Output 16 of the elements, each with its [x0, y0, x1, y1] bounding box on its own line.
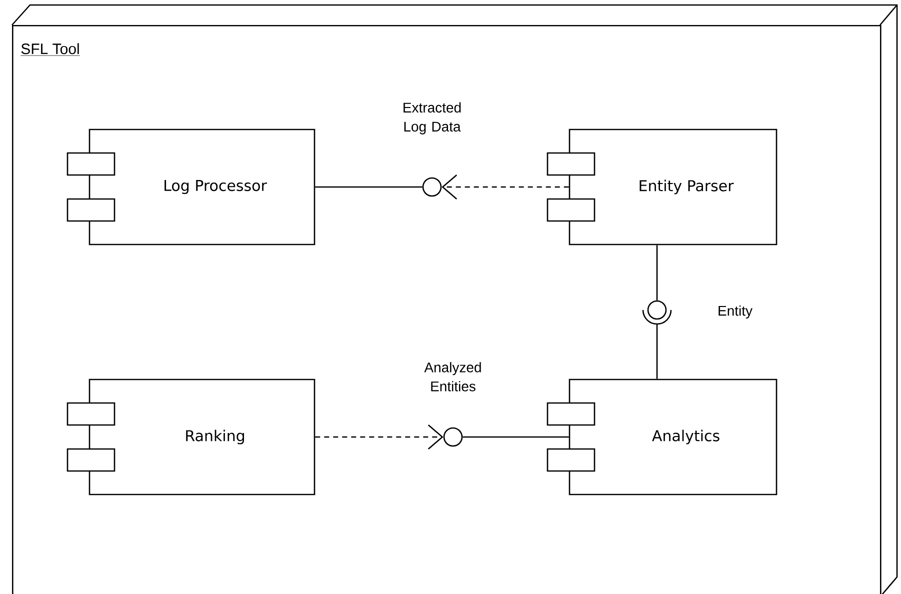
- component-box: Analytics: [546, 378, 778, 496]
- interface-label: Analyzed Entities: [424, 362, 481, 392]
- component-box: Log Processor: [66, 128, 316, 246]
- connector: [462, 436, 569, 438]
- connector: [315, 186, 422, 188]
- interface-circle: [443, 427, 463, 447]
- interface-label: Entity: [718, 305, 752, 319]
- connector: [442, 174, 569, 200]
- component-box: Entity Parser: [546, 128, 778, 246]
- interface-circle: [642, 300, 672, 325]
- component-box: Ranking: [66, 378, 316, 496]
- connector: [656, 245, 658, 300]
- connector: [315, 424, 444, 450]
- connector: [656, 324, 658, 379]
- interface-label: Extracted Log Data: [404, 102, 461, 134]
- interface-circle: [422, 177, 442, 197]
